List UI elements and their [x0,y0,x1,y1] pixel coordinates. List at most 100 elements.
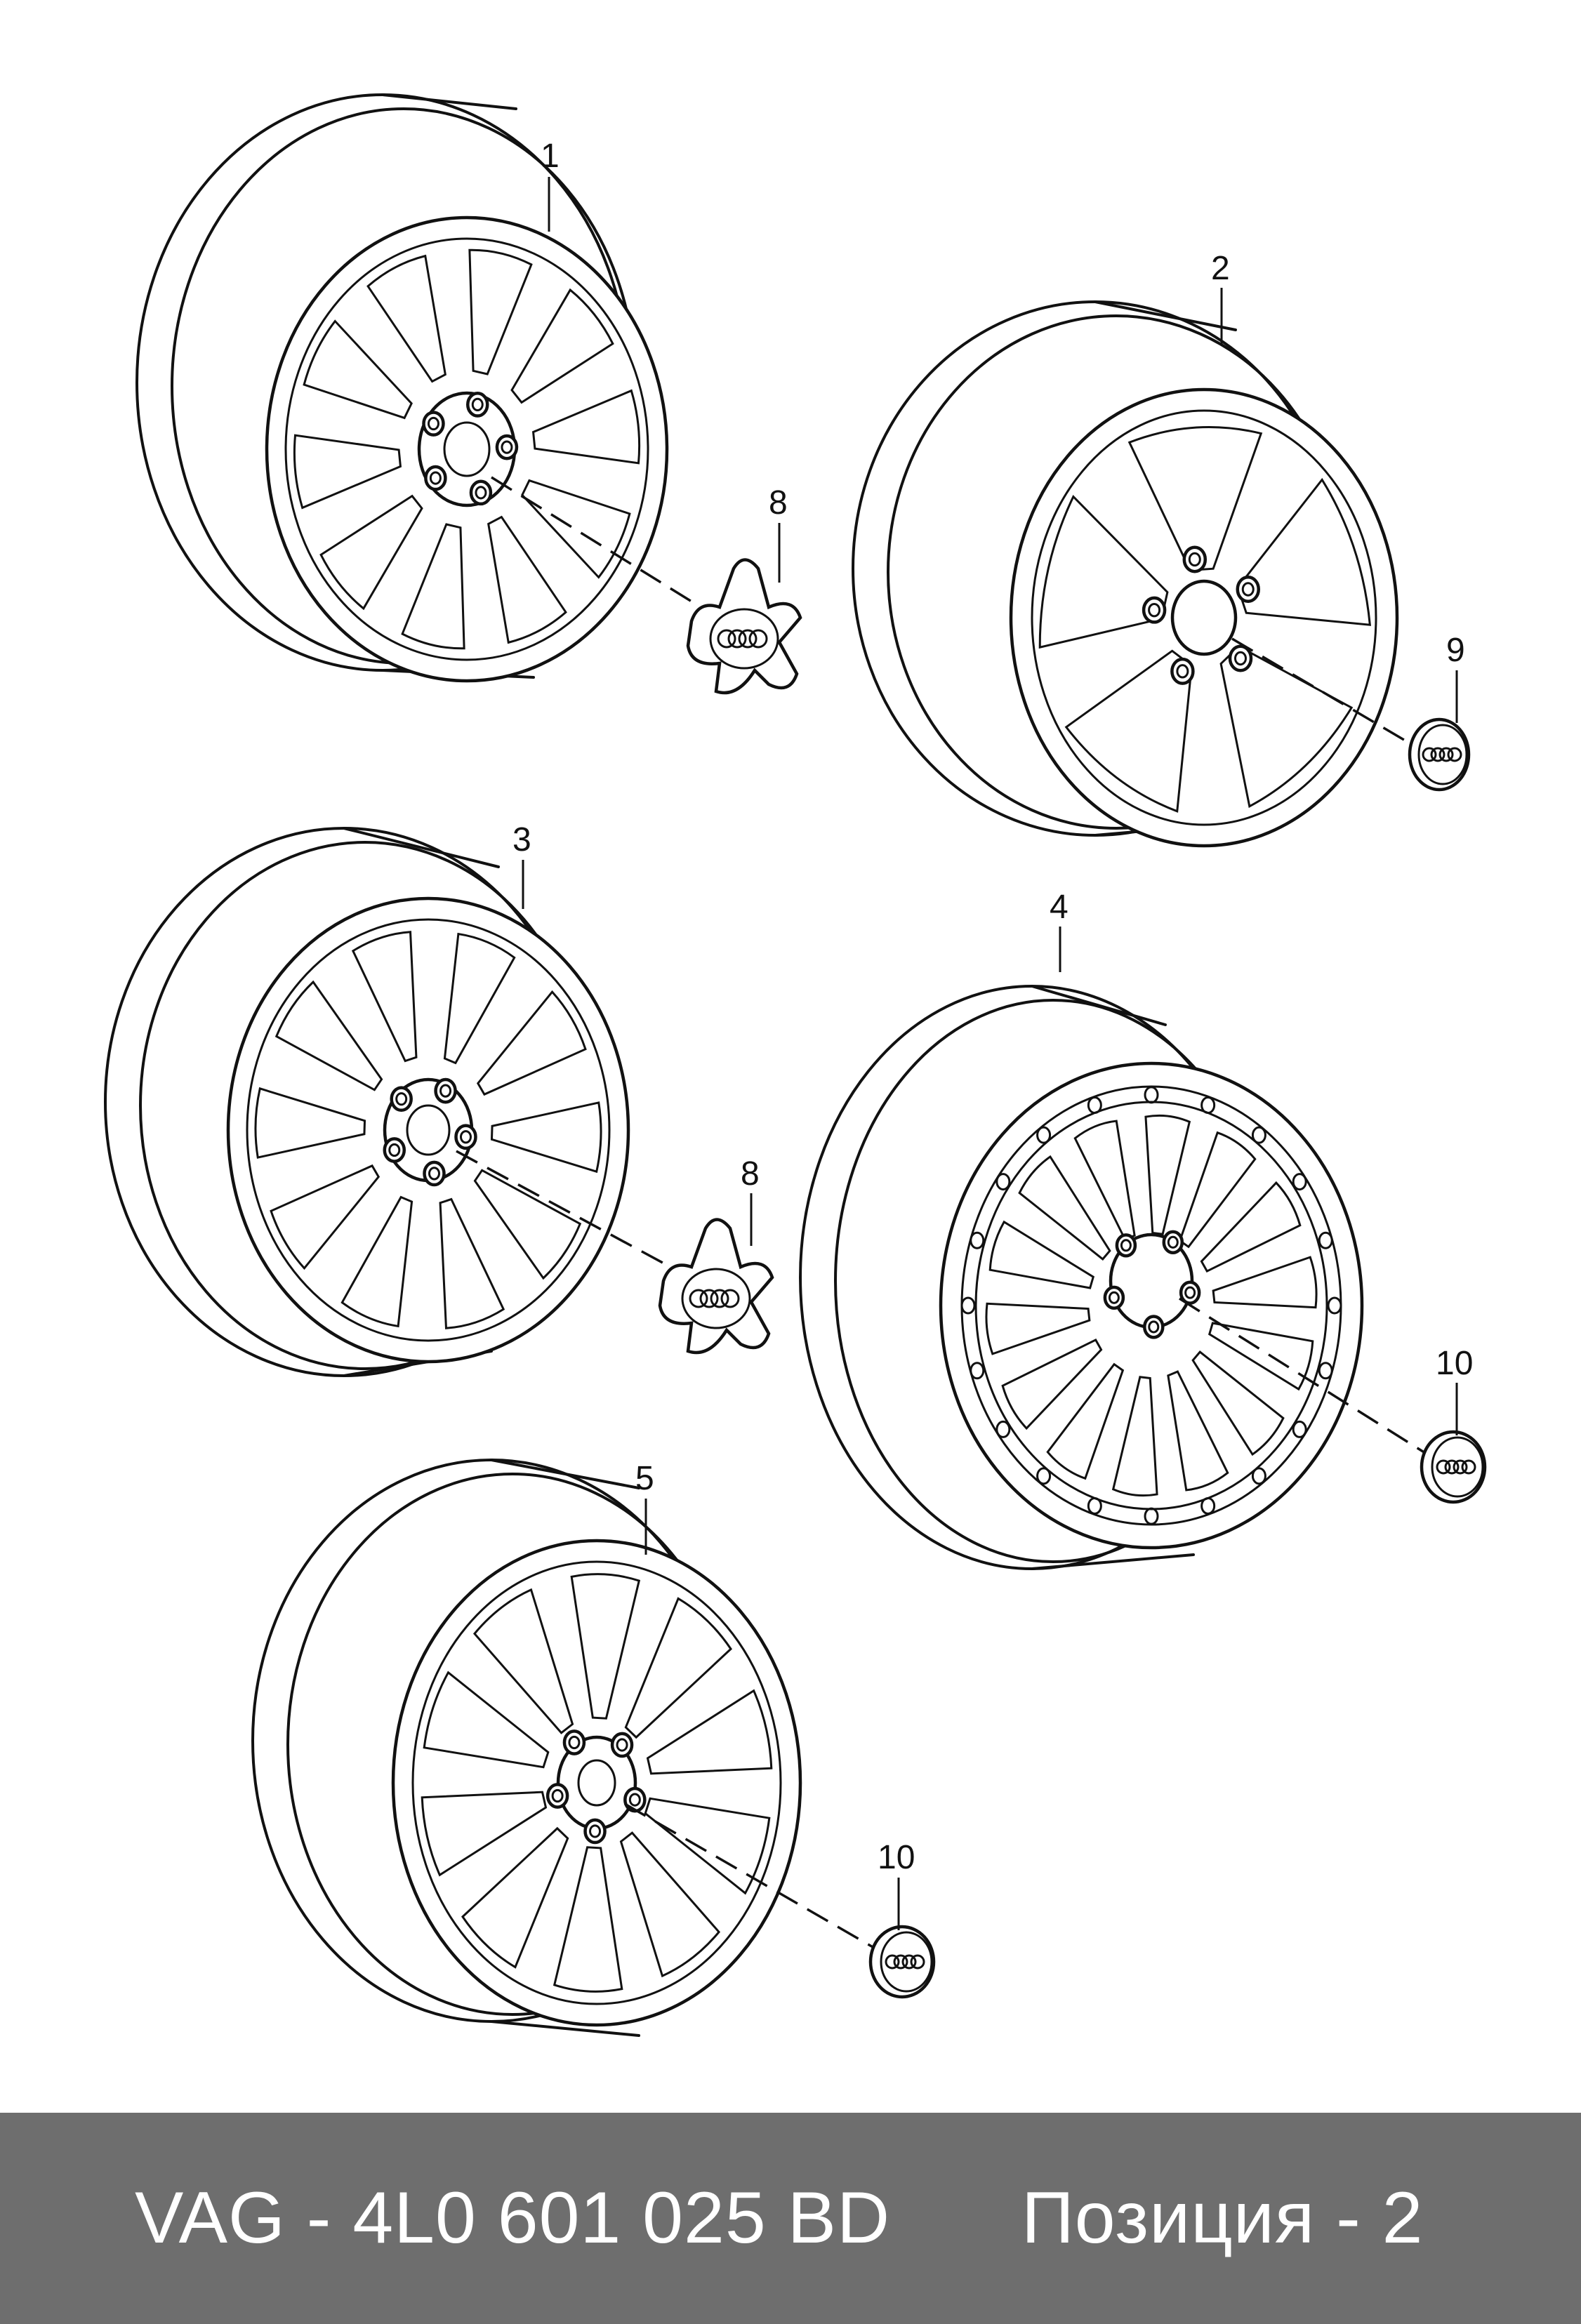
callout-4: 4 [1050,889,1069,926]
wheel-parts-diagram: 1 2 3 4 5 8 9 8 10 10 [104,93,1487,2037]
lug-bolt-hole-inner [501,440,513,454]
rim-rivet [1251,1467,1266,1485]
rim-rivet [1251,1126,1266,1144]
lug-bolt-hole [469,479,493,506]
spoke-window [254,1087,366,1159]
spoke-window [1001,1338,1103,1430]
lug-bolt-hole [583,1818,607,1845]
lug-bolt-hole [434,1077,457,1104]
rim-rivet [1200,1496,1216,1515]
lug-bolt-hole [610,1732,634,1758]
lug-bolt-hole-inner [1108,1291,1120,1304]
footer-bar: VAG - 4L0 601 025 BD Позиция - 2 [0,2113,1581,2324]
lug-bolt-hole-inner [471,397,484,412]
callout-10-upper: 10 [1436,1345,1473,1382]
rim-rivet [970,1362,985,1380]
lug-bolt-hole-inner [388,1143,401,1157]
audi-rings-icon [717,629,768,649]
callout-3: 3 [512,821,531,858]
lug-bolt-hole-inner [439,1084,452,1098]
lug-bolt-hole-inner [616,1738,628,1752]
lug-bolt-hole [623,1786,647,1813]
rim-rivet [970,1231,985,1249]
spoke-window [1212,1256,1318,1309]
lug-bolt-hole-inner [1176,664,1189,679]
lug-bolt-hole-inner [1167,1235,1179,1249]
lug-bolt-hole [1115,1233,1137,1258]
spoke-window [351,931,418,1063]
spoke-window [985,1302,1091,1355]
lug-bolt-hole [1236,575,1260,603]
callout-8-top: 8 [769,484,788,522]
spoke-window [521,479,631,579]
spoke-window [644,1797,771,1895]
wheel-4 [799,985,1364,1570]
spoke-window [461,1826,569,1969]
lug-bolt-hole [562,1729,586,1755]
lug-bolt-hole-inner [1184,1286,1196,1299]
lug-bolt-hole [390,1086,413,1113]
lug-bolt-hole [1228,644,1253,672]
lug-bolt-hole [1103,1285,1125,1310]
lug-bolt-hole [423,1160,446,1187]
lug-bolt-hole [1170,657,1195,685]
spoke-window [274,980,383,1091]
wheel-2 [852,300,1399,848]
lug-bolt-hole [1179,1280,1201,1305]
spoke-window [423,1671,550,1769]
rim-rivet [1200,1096,1216,1115]
lug-bolt-hole-inner [628,1793,641,1807]
cap-10-upper [1420,1430,1487,1504]
spoke-window [443,932,516,1065]
spoke-window [1127,426,1263,572]
callout-5: 5 [635,1460,654,1497]
lug-bolt-hole [1162,1230,1184,1255]
spoke-window [401,523,465,650]
lug-bolt-hole-inner [395,1092,408,1106]
spoke-window [1219,645,1354,809]
spoke-window [1200,1181,1302,1273]
lug-bolt-hole-inner [551,1788,564,1803]
lug-bolt-hole-inner [427,416,439,431]
audi-rings-icon [689,1289,740,1308]
part-number: VAG - 4L0 601 025 BD [135,2177,891,2259]
spoke-window [988,1220,1095,1289]
spoke-window [490,1101,602,1174]
spoke-window [619,1831,721,1978]
spoke-window [473,1169,582,1280]
rim-rivet [1144,1507,1159,1525]
lug-bolt-hole-inner [1148,1320,1160,1334]
spoke-window [319,494,423,611]
rim-rivet [995,1420,1011,1438]
spoke-window [1038,494,1169,649]
lug-bolt-hole [383,1137,406,1163]
spoke-window [293,434,402,510]
lug-bolt-hole-inner [568,1735,581,1750]
lug-bolt-hole [465,392,489,418]
lug-bolt-hole-inner [1120,1239,1132,1252]
rim-rivet [1318,1362,1333,1380]
spoke-window [1046,1362,1125,1480]
spoke-window [270,1164,381,1270]
audi-rings-icon [1422,747,1462,762]
callout-2: 2 [1211,250,1230,287]
spoke-window [1064,649,1193,813]
assembly-axes [456,476,1426,1949]
lug-bolt-hole [422,411,445,437]
spoke-window [531,389,641,465]
lug-bolt-hole [424,465,447,491]
spoke-window [340,1195,414,1328]
spoke-window [553,1846,623,1993]
spoke-window [624,1597,732,1739]
lug-bolt-hole-inner [1148,602,1161,618]
spoke-window [1178,1131,1257,1249]
lug-bolt-hole [495,434,519,460]
rim-rivet [995,1173,1011,1191]
callout-10-lower: 10 [878,1839,915,1876]
rim-rivet [1036,1467,1052,1485]
wheel-1 [135,93,669,683]
spoke-window [1208,1322,1314,1391]
cap-8-top [686,558,802,695]
spoke-window [1236,477,1372,626]
spoke-window [570,1573,641,1720]
